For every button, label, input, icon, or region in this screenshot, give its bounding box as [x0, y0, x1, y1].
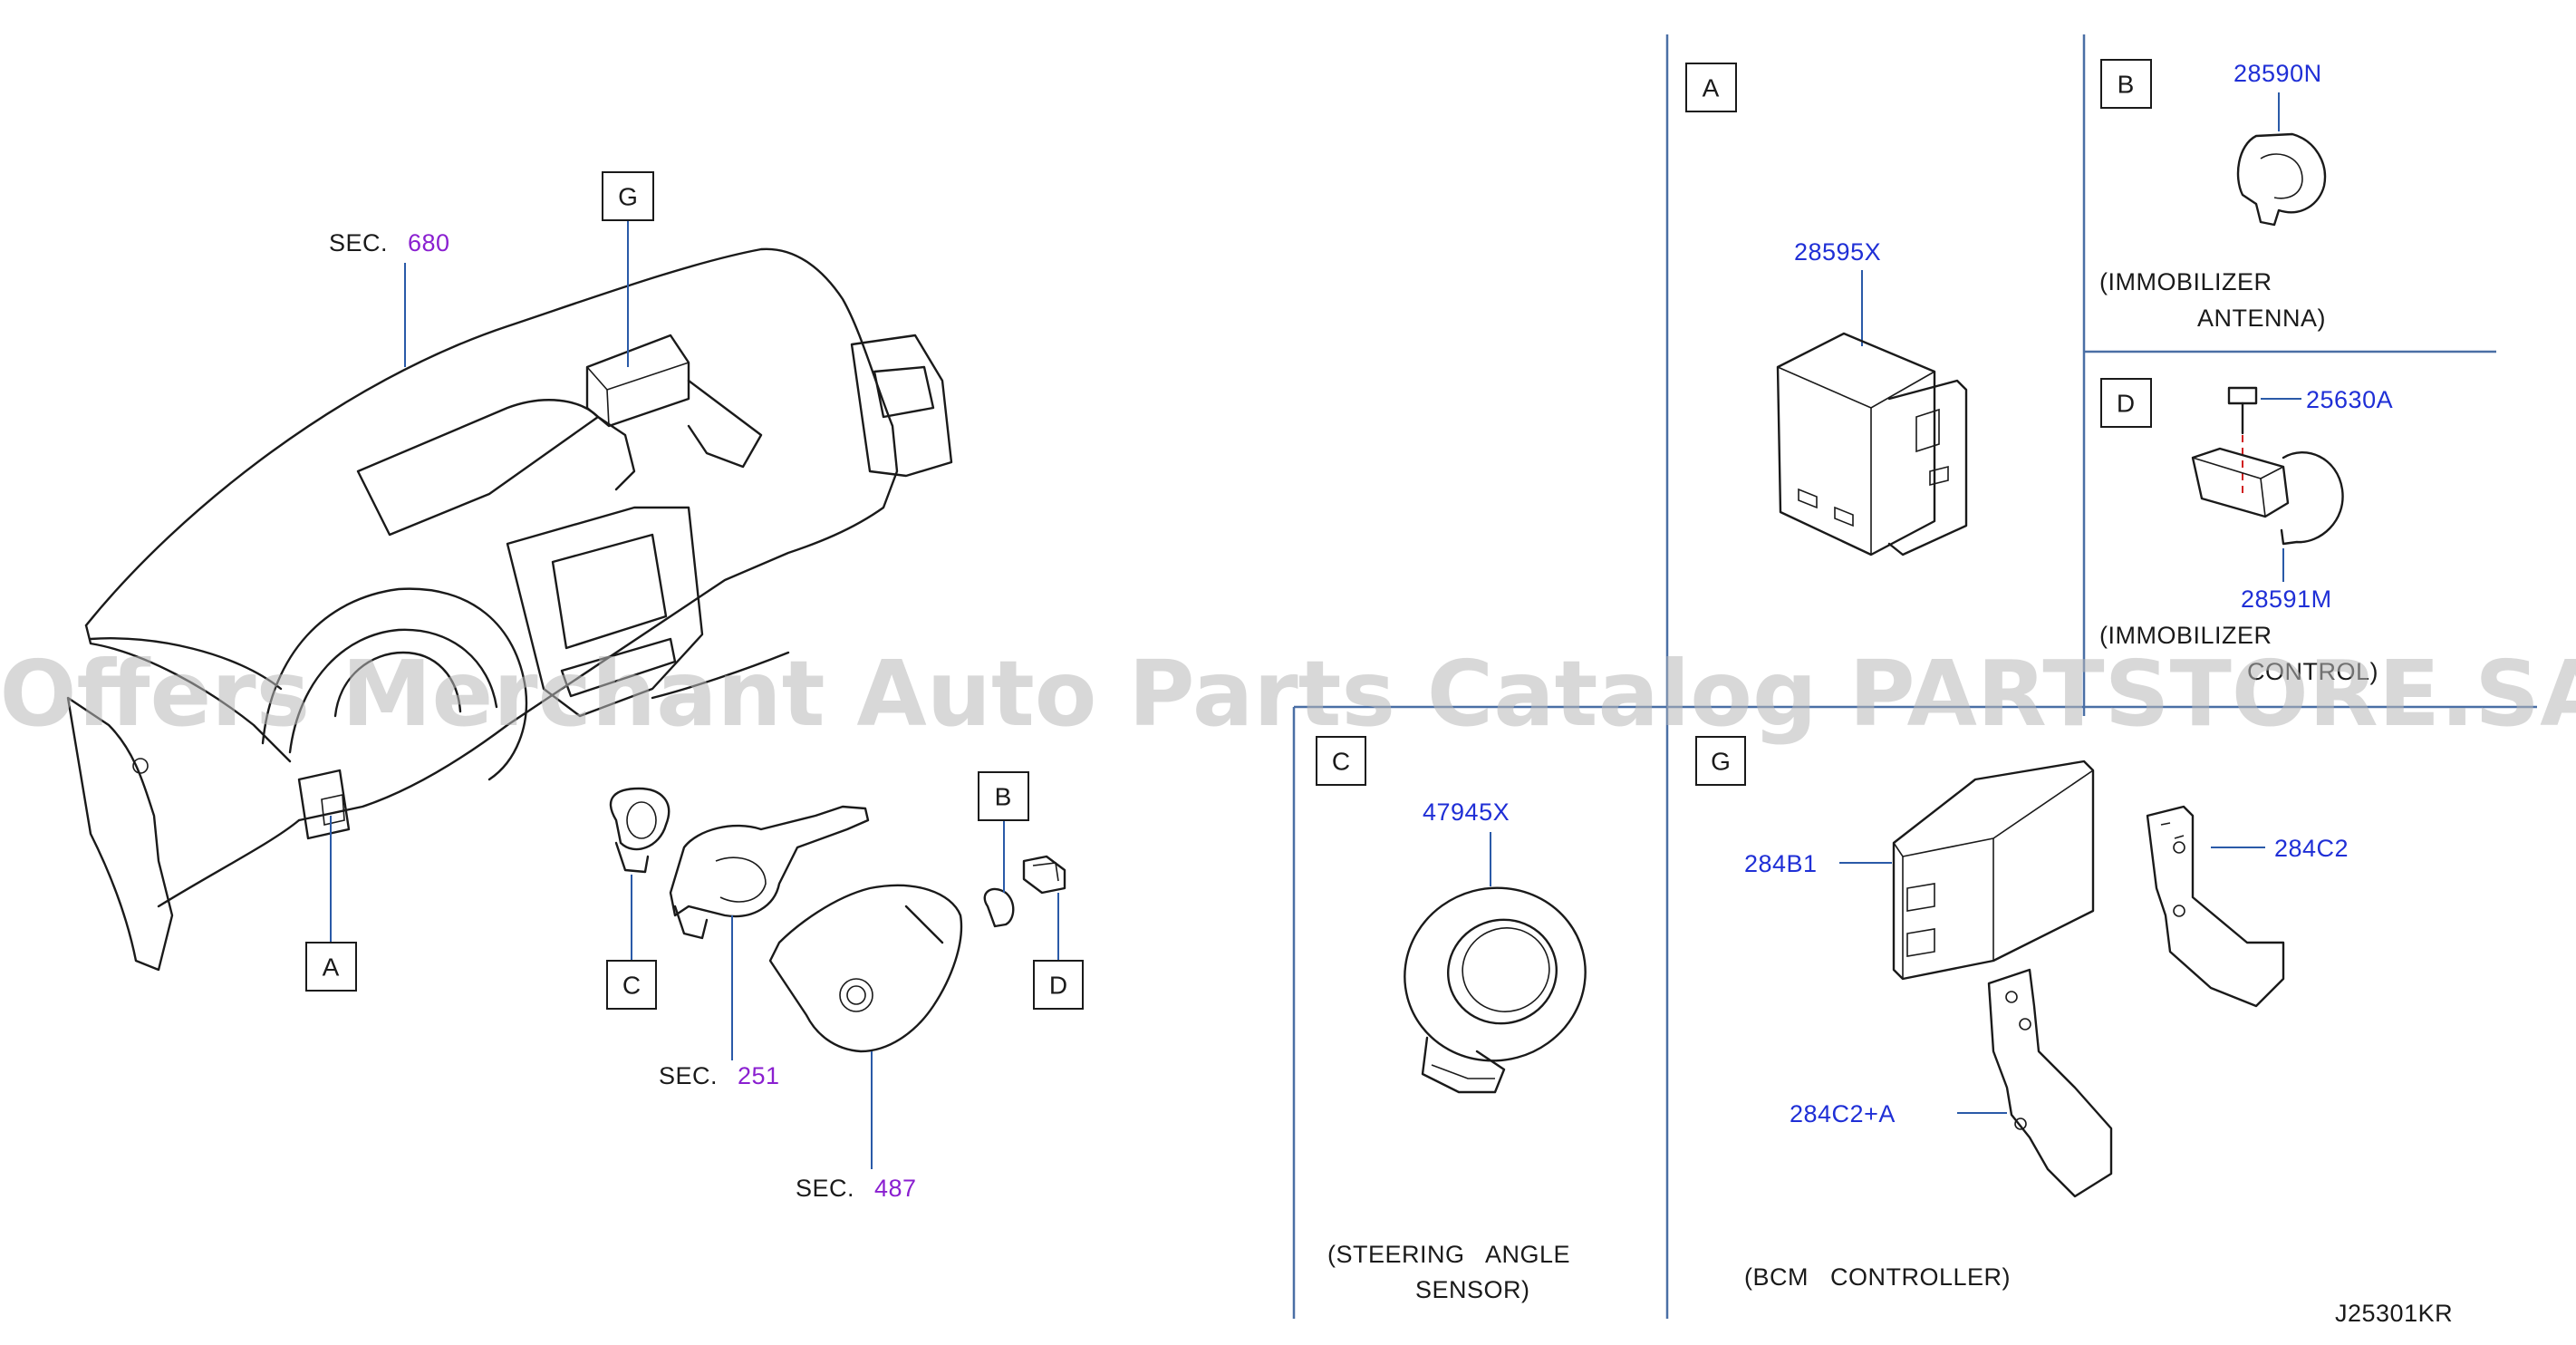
panel-a: A 28595X [1685, 63, 1968, 556]
panel-b-caption-line2: ANTENNA) [2197, 305, 2326, 332]
panel-g: G 284B1 284C2 284C2+A (BCM CONTROLLER) [1695, 736, 2349, 1291]
section-ref-680[interactable]: SEC. 680 [329, 229, 450, 256]
section-ref-251[interactable]: SEC. 251 [659, 1062, 780, 1089]
svg-text:SEC.: SEC. [659, 1062, 718, 1089]
callout-a: A [305, 942, 357, 992]
part-284b1[interactable]: 284B1 [1744, 850, 1818, 877]
svg-text:487: 487 [874, 1175, 917, 1202]
callout-d-label: D [1049, 972, 1067, 1000]
panel-b-caption-line1: (IMMOBILIZER [2099, 268, 2272, 295]
panel-d-caption-line2: CONTROL) [2247, 658, 2378, 685]
part-28590n[interactable]: 28590N [2233, 60, 2322, 87]
panel-a-label: A [1703, 74, 1720, 102]
callout-c: C [606, 960, 657, 1010]
callout-c-label: C [622, 972, 641, 1000]
steering-components-drawing [610, 787, 1066, 1053]
panel-dividers [1292, 34, 2537, 1319]
panel-c-caption-line1: (STEERING ANGLE [1327, 1241, 1570, 1268]
panel-c-label: C [1332, 748, 1350, 776]
panel-c: C 47945X (STEERING ANGLE SENSOR) [1316, 736, 1587, 1303]
part-284c2[interactable]: 284C2 [2274, 835, 2349, 862]
svg-text:251: 251 [738, 1062, 780, 1089]
panel-b-label: B [2118, 71, 2135, 99]
main-leaders [330, 220, 1059, 1169]
panel-d-label: D [2117, 390, 2135, 418]
section-ref-487[interactable]: SEC. 487 [796, 1175, 917, 1202]
part-28591m[interactable]: 28591M [2241, 585, 2332, 613]
callout-b: B [978, 771, 1029, 821]
part-284c2-a[interactable]: 284C2+A [1790, 1100, 1896, 1127]
diagram-code: J25301KR [2335, 1300, 2453, 1327]
panel-d-caption-line1: (IMMOBILIZER [2099, 622, 2272, 649]
callout-a-label: A [323, 953, 340, 982]
panel-c-caption-line2: SENSOR) [1415, 1276, 1530, 1303]
callout-d: D [1033, 960, 1084, 1010]
panel-g-label: G [1711, 748, 1731, 776]
panel-g-caption: (BCM CONTROLLER) [1744, 1263, 2011, 1291]
panel-d: D 25630A 28591M (IMMOBILIZER CONTROL) [2099, 378, 2393, 685]
part-47945x[interactable]: 47945X [1423, 798, 1510, 826]
svg-text:680: 680 [408, 229, 450, 256]
panel-b: B 28590N (IMMOBILIZER ANTENNA) [2099, 59, 2327, 332]
part-28595x[interactable]: 28595X [1794, 238, 1881, 266]
instrument-panel-drawing [66, 247, 953, 972]
watermark: Offers Merchant Auto Parts Catalog PARTS… [0, 641, 2576, 747]
svg-text:SEC.: SEC. [329, 229, 388, 256]
callout-b-label: B [995, 783, 1012, 811]
callout-g-label: G [618, 183, 638, 211]
part-25630a[interactable]: 25630A [2306, 386, 2393, 413]
svg-text:SEC.: SEC. [796, 1175, 854, 1202]
callout-g: G [602, 171, 654, 221]
